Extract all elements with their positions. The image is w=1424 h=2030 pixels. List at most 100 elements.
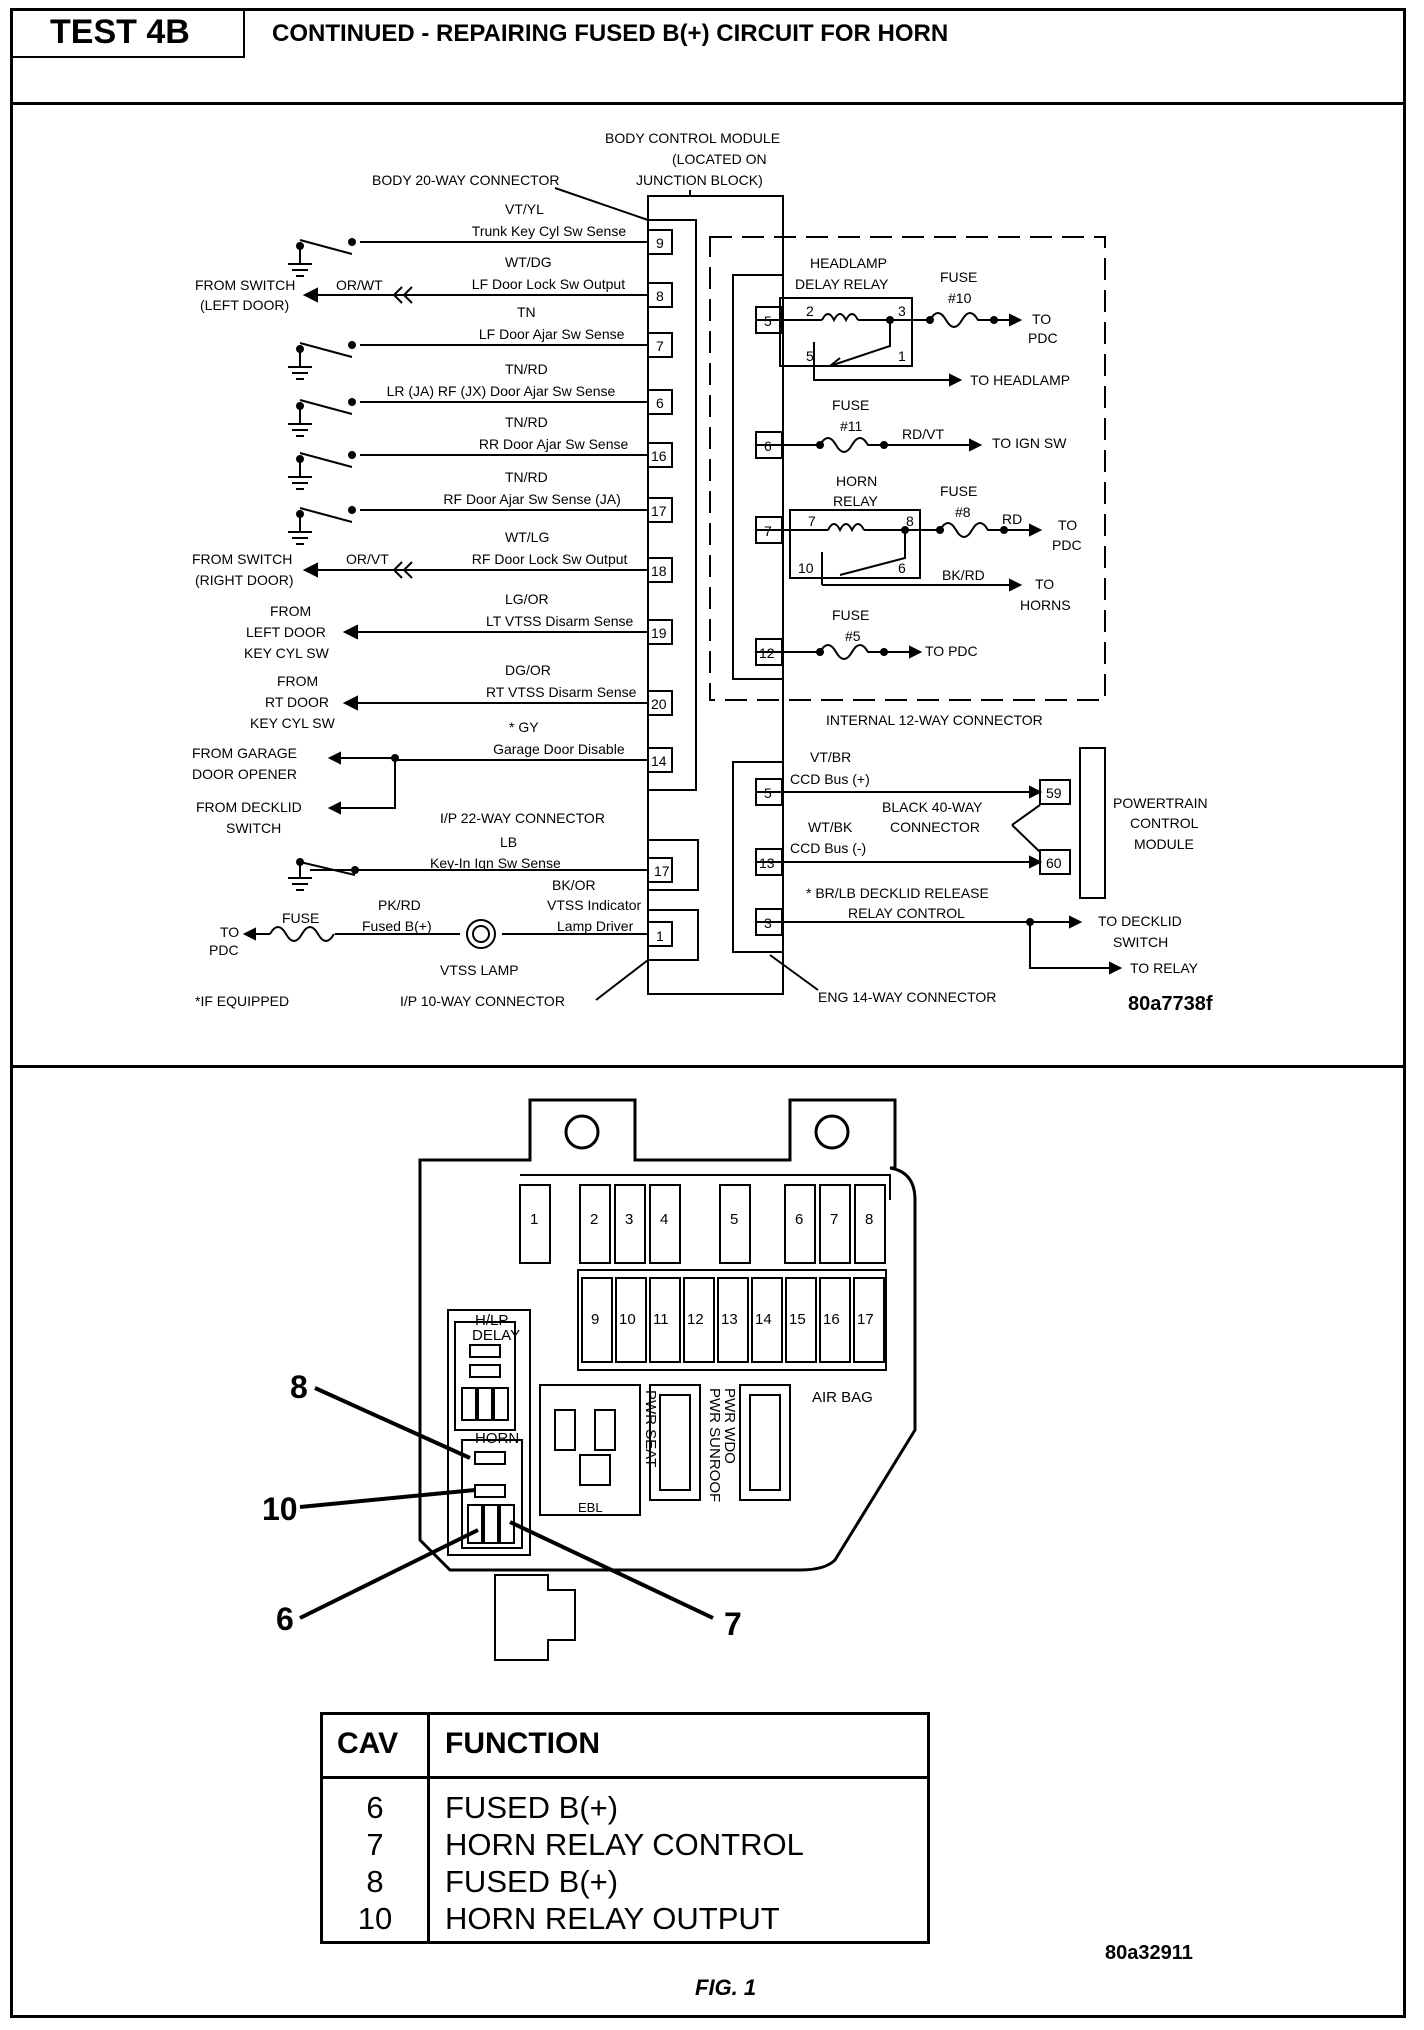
from-switch-left-2: (LEFT DOOR) bbox=[200, 297, 289, 313]
ip22-desc: Key-In Ign Sw Sense bbox=[430, 855, 561, 871]
circuit-color: LG/OR bbox=[505, 591, 549, 607]
wiring-schematic: BODY CONTROL MODULE (LOCATED ON JUNCTION… bbox=[192, 130, 1213, 1015]
hl-pin-5: 5 bbox=[806, 348, 814, 364]
to-pdc-2-a: TO bbox=[1058, 517, 1077, 533]
circuit-desc: LR (JA) RF (JX) Door Ajar Sw Sense bbox=[387, 383, 616, 399]
body-pin-label: 9 bbox=[656, 235, 664, 251]
bcm-title-2: (LOCATED ON bbox=[672, 151, 767, 167]
hl-pin-2: 2 bbox=[806, 303, 814, 319]
horn-pin-10: 10 bbox=[798, 560, 814, 576]
horn-relay-1: HORN bbox=[836, 473, 877, 489]
cav-cell: 6 bbox=[366, 1790, 384, 1825]
cav-header: CAV bbox=[337, 1727, 399, 1760]
vtss-fuse: FUSE bbox=[282, 910, 319, 926]
pcm-pin-60: 60 bbox=[1046, 855, 1062, 871]
body-connector-leader bbox=[554, 187, 649, 221]
body-pin-label: 17 bbox=[651, 503, 667, 519]
vtss-wire-desc: Fused B(+) bbox=[362, 918, 432, 934]
garage-decklid-join bbox=[330, 757, 396, 809]
switch-blade bbox=[299, 507, 353, 523]
horn-relay bbox=[789, 509, 921, 579]
to-relay: TO RELAY bbox=[1130, 960, 1199, 976]
body-pin-label: 20 bbox=[651, 696, 667, 712]
ip10-leader bbox=[595, 959, 649, 1001]
headlamp-relay-1: HEADLAMP bbox=[810, 255, 887, 271]
horn-pin-6: 6 bbox=[898, 560, 906, 576]
internal-dashed-box bbox=[709, 236, 1106, 701]
wt-bk: WT/BK bbox=[808, 819, 853, 835]
horn-pin-7: 7 bbox=[808, 513, 816, 529]
horn-coil bbox=[827, 523, 865, 533]
bcm-title-3: JUNCTION BLOCK) bbox=[636, 172, 763, 188]
ip10-pin: 1 bbox=[656, 928, 664, 944]
circuit-desc: RR Door Ajar Sw Sense bbox=[479, 436, 629, 452]
pcm-box bbox=[1079, 747, 1106, 899]
ip10-desc1: VTSS Indicator bbox=[547, 897, 641, 913]
fuse10-2: #10 bbox=[948, 290, 972, 306]
internal-connector-box bbox=[732, 274, 784, 680]
to-ign: TO IGN SW bbox=[992, 435, 1067, 451]
circuit-color: VT/YL bbox=[505, 201, 544, 217]
fuse8-2: #8 bbox=[955, 504, 971, 520]
from-decklid-2: SWITCH bbox=[226, 820, 281, 836]
from-garage-1: FROM GARAGE bbox=[192, 745, 297, 761]
bk-rd: BK/RD bbox=[942, 567, 985, 583]
ccd-plus: CCD Bus (+) bbox=[790, 771, 870, 787]
pcm-3: MODULE bbox=[1134, 836, 1194, 852]
rd-vt: RD/VT bbox=[902, 426, 944, 442]
circuit-color: TN/RD bbox=[505, 414, 548, 430]
rd-label: RD bbox=[1002, 511, 1022, 527]
circuit-desc: LF Door Ajar Sw Sense bbox=[479, 326, 625, 342]
body-pin-label: 18 bbox=[651, 563, 667, 579]
to-decklid-1: TO DECKLID bbox=[1098, 913, 1182, 929]
circuit-desc: LF Door Lock Sw Output bbox=[472, 276, 625, 292]
page-title: CONTINUED - REPAIRING FUSED B(+) CIRCUIT… bbox=[272, 20, 949, 47]
body-pin-label: 14 bbox=[651, 753, 667, 769]
to-pdc-line: TO PDC bbox=[925, 643, 978, 659]
arrow-icon bbox=[302, 287, 318, 303]
circuit-color: DG/OR bbox=[505, 662, 551, 678]
from-garage-2: DOOR OPENER bbox=[192, 766, 297, 782]
function-cell: HORN RELAY OUTPUT bbox=[445, 1901, 780, 1936]
function-header: FUNCTION bbox=[445, 1727, 600, 1760]
switch-blade bbox=[299, 342, 353, 358]
from-left-key-2: LEFT DOOR bbox=[246, 624, 326, 640]
function-cell: FUSED B(+) bbox=[445, 1864, 619, 1899]
horn-pin-8: 8 bbox=[906, 513, 914, 529]
circuit-color: TN/RD bbox=[505, 469, 548, 485]
eng-leader bbox=[769, 954, 819, 991]
header-bar: TEST 4B CONTINUED - REPAIRING FUSED B(+)… bbox=[10, 8, 1406, 105]
black40-1: BLACK 40-WAY bbox=[882, 799, 983, 815]
switch-contact bbox=[348, 451, 356, 459]
vtss-pdc: PDC bbox=[209, 942, 239, 958]
figure-caption: FIG. 1 bbox=[695, 1975, 757, 2000]
decklid-arrow bbox=[327, 801, 341, 815]
ip10-color: BK/OR bbox=[552, 877, 596, 893]
decklid-release-2: RELAY CONTROL bbox=[848, 905, 965, 921]
arrow-icon bbox=[342, 624, 358, 640]
ip22-box bbox=[648, 839, 699, 891]
ip22-ground bbox=[288, 862, 312, 891]
to-pdc-1-b: PDC bbox=[1028, 330, 1058, 346]
internal-label: INTERNAL 12-WAY CONNECTOR bbox=[826, 712, 1043, 728]
pcm-2: CONTROL bbox=[1130, 815, 1199, 831]
switch-blade bbox=[299, 399, 353, 415]
circuit-color: TN/RD bbox=[505, 361, 548, 377]
fuse11-2: #11 bbox=[840, 418, 863, 434]
from-left-key-3: KEY CYL SW bbox=[244, 645, 330, 661]
fig-id-1: 80a7738f bbox=[1128, 993, 1213, 1015]
headlamp-coil bbox=[821, 313, 859, 323]
test-id: TEST 4B bbox=[10, 8, 245, 58]
to-horns-2: HORNS bbox=[1020, 597, 1071, 613]
ip22-pin: 17 bbox=[654, 863, 670, 879]
circuit-color: WT/DG bbox=[505, 254, 552, 270]
vtss-lamp-icon bbox=[466, 919, 496, 949]
black40-2: CONNECTOR bbox=[890, 819, 980, 835]
table-header: CAV FUNCTION bbox=[323, 1715, 927, 1779]
